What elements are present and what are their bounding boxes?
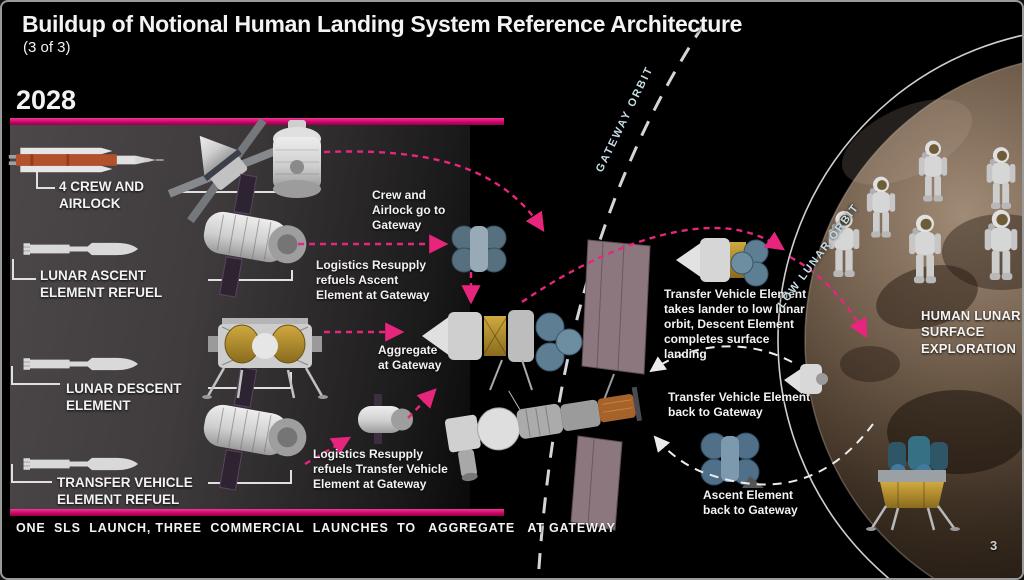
logistics-module-icon — [203, 366, 307, 491]
footer-launch-summary: ONE SLS LAUNCH, THREE COMMERCIAL LAUNCHE… — [16, 521, 616, 535]
manifest-label-descent-element: LUNAR DESCENT ELEMENT — [66, 381, 182, 413]
hls-surface-lander-icon — [866, 436, 960, 531]
ascent-element-return-icon — [700, 432, 764, 488]
year-label: 2028 — [16, 85, 77, 115]
manifest-label-crew-airlock: 4 CREW AND AIRLOCK — [59, 179, 145, 211]
airlock-module-icon — [273, 120, 321, 198]
manifest-label-ascent-refuel: LUNAR ASCENT ELEMENT REFUEL — [40, 268, 163, 300]
transfer-vehicle-lander-stack-icon — [676, 238, 769, 287]
page-number: 3 — [990, 538, 998, 553]
sls-rocket-icon — [8, 147, 164, 173]
slide-subtitle: (3 of 3) — [23, 39, 71, 56]
mission-flow-arrows — [298, 150, 868, 466]
lunar-descent-element-icon — [202, 318, 328, 399]
aggregated-lander-stack-icon — [422, 310, 583, 391]
slide-title: Buildup of Notional Human Landing System… — [22, 11, 743, 37]
commercial-rocket-icons — [23, 242, 138, 471]
panel-bottom-bar — [10, 509, 504, 516]
annotation-aggregate: Aggregate at Gateway — [378, 343, 442, 372]
orion-spacecraft-icon — [167, 118, 286, 224]
annotation-resupply-transfer: Logistics Resupply refuels Transfer Vehi… — [313, 447, 448, 491]
annotation-transfer-back: Transfer Vehicle Element back to Gateway — [668, 390, 811, 419]
lunar-ascent-element-icon — [451, 225, 507, 273]
low-lunar-orbit-arc — [777, 34, 1022, 578]
annotation-crew-airlock: Crew and Airlock go to Gateway — [372, 188, 446, 232]
annotation-transfer-to-llo: Transfer Vehicle Element takes lander to… — [664, 287, 807, 361]
manifest-label-transfer-refuel: TRANSFER VEHICLE ELEMENT REFUEL — [57, 475, 193, 507]
logistics-module-small-icon — [358, 394, 413, 444]
transfer-vehicle-element-icon — [784, 364, 828, 394]
logistics-module-icon — [203, 173, 307, 298]
return-flow-arrows — [649, 345, 874, 486]
gateway-station-icon — [444, 239, 651, 531]
annotation-ascent-back: Ascent Element back to Gateway — [703, 488, 798, 517]
annotation-surface-exploration: HUMAN LUNAR SURFACE EXPLORATION — [921, 308, 1021, 356]
annotation-resupply-ascent: Logistics Resupply refuels Ascent Elemen… — [316, 258, 430, 302]
year-underline-bar — [10, 118, 504, 125]
